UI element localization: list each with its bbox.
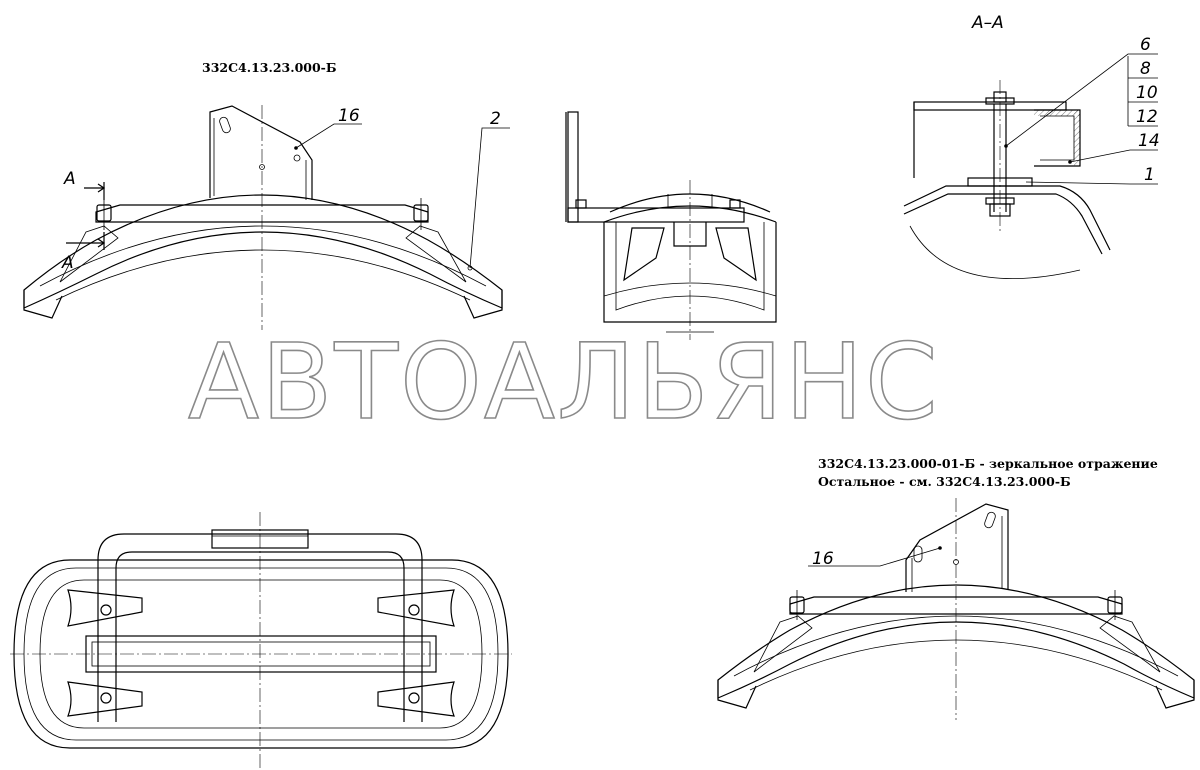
section-marker-top: А bbox=[63, 169, 76, 189]
callout-16-main: 16 bbox=[338, 106, 360, 126]
callout-12: 12 bbox=[1136, 107, 1158, 127]
fender-arch-2 bbox=[23, 194, 503, 309]
main-front-view: А А 16 2 332С4.13.23.000-Б bbox=[23, 60, 510, 330]
mirror-note-line1: 332С4.13.23.000-01-Б - зеркальное отраже… bbox=[818, 456, 1158, 471]
section-marker-bottom: А bbox=[61, 253, 74, 273]
callout-16-mirror: 16 bbox=[812, 549, 834, 569]
main-view-code: 332С4.13.23.000-Б bbox=[202, 60, 337, 75]
callout-1: 1 bbox=[1144, 165, 1155, 185]
watermark: АВТОАЛЬЯНС bbox=[188, 321, 940, 443]
section-title: А–А bbox=[971, 13, 1004, 33]
bracket-plate-16 bbox=[209, 105, 313, 200]
section-a-a: А–А 6 8 10 12 14 bbox=[903, 13, 1160, 280]
callout-8: 8 bbox=[1140, 59, 1151, 79]
mirror-front-view: 332С4.13.23.000-01-Б - зеркальное отраже… bbox=[717, 456, 1195, 720]
callout-6: 6 bbox=[1140, 35, 1151, 55]
callout-14: 14 bbox=[1138, 131, 1160, 151]
mirror-note-line2: Остальное - см. 332С4.13.23.000-Б bbox=[818, 474, 1071, 489]
side-view bbox=[565, 111, 777, 340]
callout-2: 2 bbox=[490, 109, 501, 129]
top-view bbox=[10, 512, 512, 770]
callout-10: 10 bbox=[1136, 83, 1158, 103]
